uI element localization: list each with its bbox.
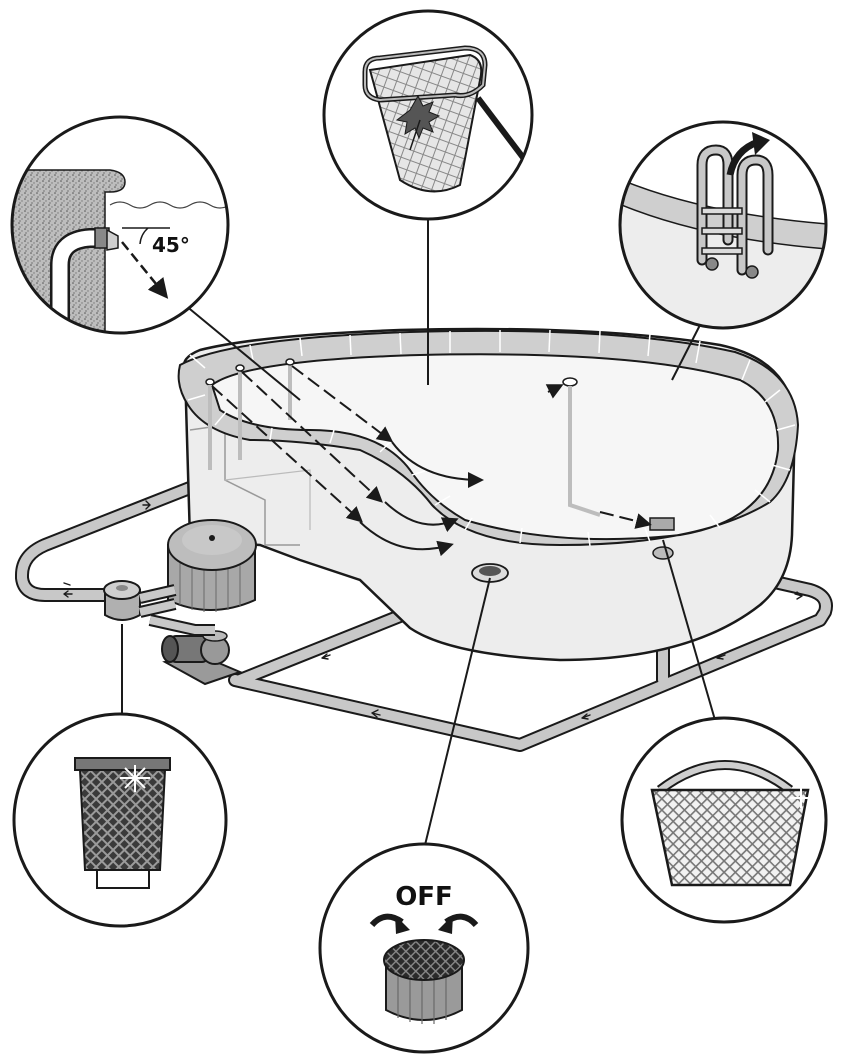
drain-state-label: OFF xyxy=(395,882,453,912)
strainer-basket-icon xyxy=(74,757,171,889)
callout-return-inlet-angle: 45° xyxy=(10,115,230,335)
leaf-net-icon xyxy=(362,45,532,193)
filter-pump-equipment xyxy=(103,519,257,686)
callout-pump-strainer-basket xyxy=(12,712,228,928)
angle-label: 45° xyxy=(152,233,190,257)
callout-skimmer-basket xyxy=(620,716,828,924)
callout-skimmer-net xyxy=(322,9,534,221)
pipe-network xyxy=(15,473,833,752)
kidney-pool xyxy=(177,327,800,662)
callout-leader-lines xyxy=(121,220,716,846)
ladder-icon xyxy=(620,132,826,328)
main-drain-icon: OFF xyxy=(369,882,479,1024)
callout-main-drain-off: OFF xyxy=(318,842,530,1054)
skimmer-basket-icon xyxy=(650,760,812,887)
callout-ladder-removal xyxy=(618,120,828,330)
